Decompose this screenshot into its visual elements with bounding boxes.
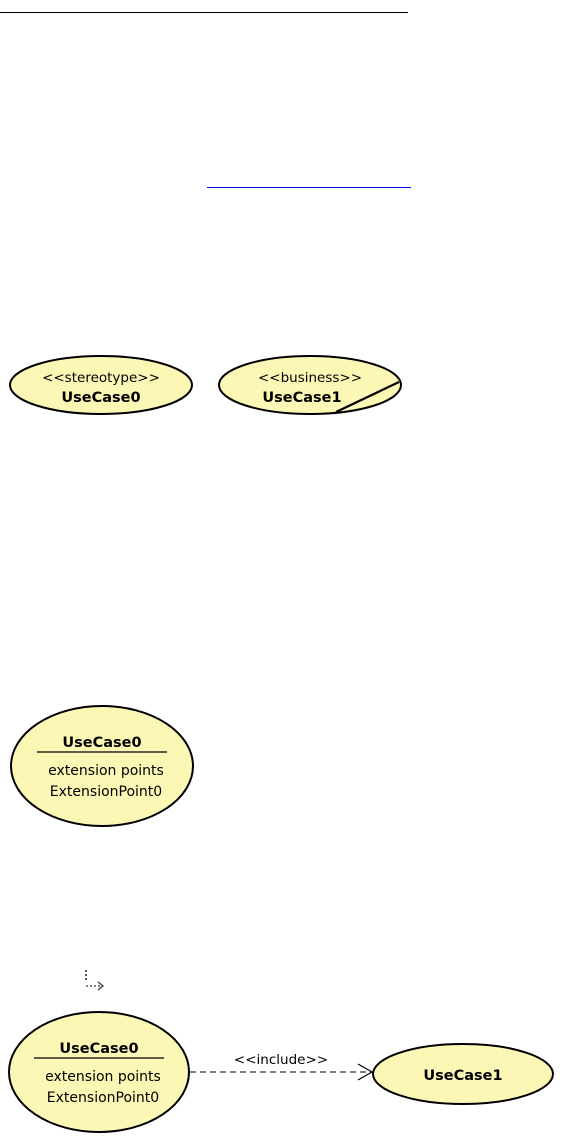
usecase1-include-target[interactable]: UseCase1 [372,1043,554,1105]
usecase-name-label: UseCase0 [59,1041,138,1057]
usecase-name-label: UseCase1 [262,390,341,406]
business-usecase-slash [335,381,400,413]
usecase-ellipse [372,1043,554,1105]
hyperlink-underline[interactable] [207,187,411,188]
usecase0-include-source[interactable]: UseCase0 extension points ExtensionPoint… [8,1011,190,1133]
extension-points-title: extension points [48,763,164,779]
usecase1-business[interactable]: <<business>> UseCase1 [218,355,402,415]
usecase-name-label: UseCase0 [61,390,140,406]
usecase-stereotype-label: <<stereotype>> [42,370,160,386]
usecase-ellipse [10,705,194,827]
usecase0-stereotyped[interactable]: <<stereotype>> UseCase0 [9,355,193,415]
extension-point-item: ExtensionPoint0 [50,784,162,800]
usecase0-extension-points[interactable]: UseCase0 extension points ExtensionPoint… [10,705,194,827]
usecase-ellipse [9,355,193,415]
usecase-ellipse [218,355,402,415]
usecase-stereotype-label: <<business>> [258,370,362,386]
dependency-arrowhead [357,1063,374,1081]
include-stereotype-label: <<include>> [234,1052,328,1068]
extension-points-title: extension points [45,1069,161,1085]
usecase-name-label: UseCase0 [62,735,141,751]
extension-point-item: ExtensionPoint0 [47,1090,159,1106]
include-dependency-arrow[interactable]: <<include>> [190,1052,374,1081]
usecase-name-label: UseCase1 [423,1068,502,1084]
top-divider-line [0,12,408,13]
include-dependency-icon[interactable] [80,968,106,992]
usecase-ellipse [8,1011,190,1133]
